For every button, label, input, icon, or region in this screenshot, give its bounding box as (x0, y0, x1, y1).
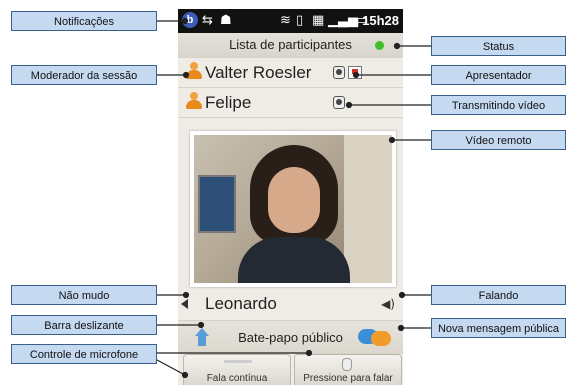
moderator-user-icon (186, 62, 202, 79)
callout-notifications: Notificações (11, 11, 157, 31)
background-monitor (198, 175, 236, 233)
push-to-talk-label: Pressione para falar (303, 373, 393, 384)
video-frame (194, 135, 392, 283)
callout-not-muted: Não mudo (11, 285, 157, 305)
android-icon: ☗ (220, 13, 232, 28)
continuous-talk-button[interactable]: Fala contínua (183, 354, 291, 385)
public-chat-bar[interactable]: Bate-papo público (178, 321, 403, 354)
status-indicator (375, 41, 384, 50)
continuous-talk-label: Fala contínua (206, 373, 268, 384)
speaking-participant-row[interactable]: Leonardo ◀) (178, 288, 403, 321)
callout-slider-bar: Barra deslizante (11, 315, 157, 335)
callout-remote-video: Vídeo remoto (431, 130, 566, 150)
callout-new-public-message: Nova mensagem pública (431, 318, 566, 338)
public-chat-label: Bate-papo público (238, 330, 343, 345)
toggle-bar-icon (224, 360, 252, 363)
callout-speaking: Falando (431, 285, 566, 305)
b-app-icon: b (182, 12, 198, 28)
wifi-icon: ≋ (280, 13, 291, 28)
participant-row[interactable]: Felipe (178, 88, 403, 118)
callout-status: Status (431, 36, 566, 56)
callout-moderator: Moderador da sessão (11, 65, 157, 85)
callout-mic-control: Controle de microfone (11, 344, 157, 364)
background-wall (344, 135, 392, 283)
webcam-icon (333, 96, 345, 109)
signal-icon: ▁▃▅ (328, 13, 358, 28)
participant-name: Felipe (205, 93, 252, 112)
participants-header[interactable]: Lista de participantes (178, 33, 403, 58)
status-bar: b ⇆ ☗ ≋ ▯ ▦ ▁▃▅ ▭ 15h28 (178, 9, 403, 33)
person-shirt (238, 237, 350, 283)
webcam-icon (333, 66, 345, 79)
participants-title: Lista de participantes (229, 37, 352, 52)
slide-up-arrow-icon[interactable] (195, 328, 209, 346)
push-to-talk-button[interactable]: Pressione para falar (294, 354, 402, 385)
unmuted-icon (181, 299, 188, 309)
battery-icon: ▭ (356, 13, 369, 28)
callout-streaming-video: Transmitindo vídeo (431, 95, 566, 115)
clock: 15h28 (362, 13, 399, 28)
user-icon (186, 92, 202, 109)
usb-icon: ⇆ (202, 13, 213, 28)
vibrate-icon: ▯ (296, 13, 304, 28)
speaking-icon: ◀) (381, 297, 395, 311)
participant-row[interactable]: Valter Roesler (178, 58, 403, 88)
participant-name: Leonardo (205, 294, 277, 313)
callout-presenter: Apresentador (431, 65, 566, 85)
remote-video[interactable] (190, 131, 396, 287)
person-face (268, 167, 320, 233)
chat-bubbles-icon (358, 329, 392, 347)
microphone-icon (342, 358, 352, 371)
sd-icon: ▦ (312, 13, 325, 28)
participant-name: Valter Roesler (205, 63, 312, 82)
